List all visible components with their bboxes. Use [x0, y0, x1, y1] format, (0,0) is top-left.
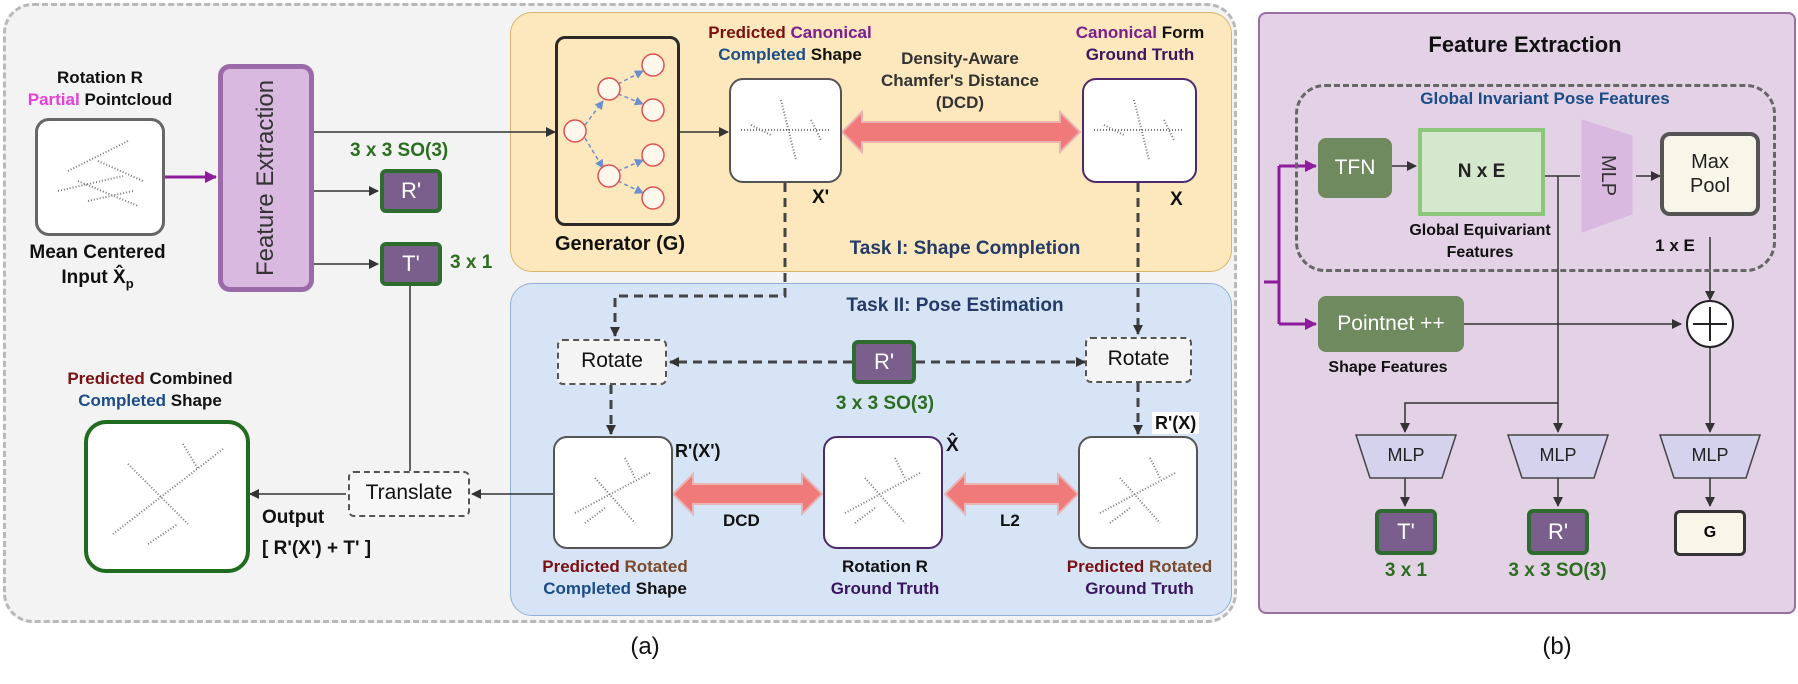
- gen-node: [597, 77, 621, 101]
- rotate-left-box: Rotate: [557, 339, 667, 385]
- mlp-vertical-label: MLP: [1597, 155, 1619, 197]
- pred-rotated-shape: [553, 436, 673, 549]
- rotation-gt-label: Rotation R Ground Truth: [830, 557, 940, 598]
- t-prime-b-box: T': [1375, 509, 1437, 555]
- gen-node: [641, 143, 665, 167]
- output-label: Output: [262, 507, 325, 528]
- max-pool-box: Max Pool: [1660, 132, 1760, 216]
- airplane-icon: [574, 457, 651, 524]
- g-box: G: [1674, 510, 1746, 556]
- l2-arrow: [943, 471, 1080, 517]
- pred-rotated-gt-shape: [1078, 436, 1198, 549]
- pred-rotated-gt-label: Predicted Rotated Ground Truth: [1066, 557, 1213, 598]
- translate-box: Translate: [348, 471, 470, 517]
- global-invariant-label: Global Invariant Pose Features: [1420, 89, 1670, 108]
- l2-label: L2: [1000, 511, 1020, 530]
- r-prime-box: R': [380, 169, 442, 213]
- canonical-gt-label: Canonical Form Ground Truth: [1075, 23, 1205, 64]
- input-pointcloud: [35, 118, 165, 236]
- x-hat-label: X̂: [946, 435, 959, 456]
- global-invariant-region: [1295, 84, 1776, 272]
- mlp-mid-label: MLP: [1539, 445, 1577, 465]
- tfn-box: TFN: [1318, 138, 1392, 198]
- plus-icon: [1686, 300, 1734, 348]
- r-prime-mid-box: R': [852, 340, 916, 384]
- panel-b-title: Feature Extraction: [1428, 32, 1622, 57]
- task1-title: Task I: Shape Completion: [849, 238, 1081, 259]
- airplane-pointcloud-icon: [57, 140, 144, 207]
- gen-node: [597, 164, 621, 188]
- airplane-icon: [844, 457, 921, 524]
- so3-label: 3 x 3 SO(3): [350, 140, 449, 161]
- generator-block: [555, 36, 680, 226]
- rotation-gt-shape: [823, 436, 943, 549]
- airplane-icon: [112, 443, 224, 545]
- task2-title: Task II: Pose Estimation: [846, 295, 1064, 316]
- gen-node: [641, 53, 665, 77]
- global-equivariant-label: Global Equivariant Features: [1409, 222, 1551, 261]
- mlp-left: [1354, 434, 1458, 479]
- pred-combined-label: Predicted Combined Completed Shape: [67, 369, 233, 410]
- gen-node: [641, 98, 665, 122]
- mlp-right: [1658, 434, 1762, 479]
- t-prime-box: T': [380, 242, 442, 286]
- output-formula: [ R'(X') + T' ]: [262, 538, 372, 559]
- input-label: Rotation R Partial Pointcloud: [27, 68, 173, 109]
- shape-features-label: Shape Features: [1328, 359, 1448, 376]
- x-label: X: [1170, 189, 1183, 210]
- pred-canonical-shape: [729, 78, 842, 183]
- mlp-right-label: MLP: [1691, 445, 1729, 465]
- rotate-right-box: Rotate: [1085, 337, 1192, 383]
- feature-extraction-block: Feature Extraction: [218, 64, 314, 292]
- mlp-mid: [1506, 434, 1610, 479]
- r-prime-b-box: R': [1527, 509, 1589, 555]
- airplane-icon: [1094, 99, 1184, 161]
- mlp-left-label: MLP: [1387, 445, 1425, 465]
- one-x-e-label: 1 x E: [1655, 236, 1695, 255]
- mean-centered-label: Mean Centered Input X̂p: [29, 242, 166, 291]
- dcd-arrow-top: [840, 109, 1082, 155]
- caption-b: (b): [1542, 633, 1572, 660]
- airplane-icon: [741, 99, 831, 161]
- dcd-arrow-bottom: [671, 471, 824, 517]
- pred-rotated-left-label: Predicted Rotated Completed Shape: [542, 557, 688, 598]
- mlp-vertical: [1581, 119, 1633, 233]
- x-prime-label: X': [812, 187, 830, 208]
- caption-a: (a): [630, 633, 660, 660]
- pred-combined-shape: [84, 420, 250, 573]
- t-dim-label: 3 x 1: [450, 252, 493, 273]
- gen-node: [641, 186, 665, 210]
- so3-b-label: 3 x 3 SO(3): [1508, 560, 1607, 581]
- dcd-long-label: Density-Aware Chamfer's Distance (DCD): [880, 49, 1040, 112]
- airplane-icon: [1099, 457, 1176, 524]
- generator-label: Generator (G): [554, 233, 686, 255]
- r-x-label: R'(X): [1152, 412, 1200, 434]
- pointnet-box: Pointnet ++: [1318, 296, 1464, 352]
- r-x-prime-label: R'(X'): [675, 441, 721, 461]
- generator-graph: [584, 70, 644, 194]
- dcd-label: DCD: [723, 511, 760, 530]
- t-dim-b-label: 3 x 1: [1384, 560, 1428, 581]
- nxe-box: N x E: [1418, 128, 1545, 216]
- pred-canonical-label: Predicted Canonical Completed Shape: [708, 23, 872, 64]
- canonical-gt-shape: [1082, 78, 1197, 183]
- gen-node: [563, 119, 587, 143]
- so3-mid-label: 3 x 3 SO(3): [835, 393, 935, 414]
